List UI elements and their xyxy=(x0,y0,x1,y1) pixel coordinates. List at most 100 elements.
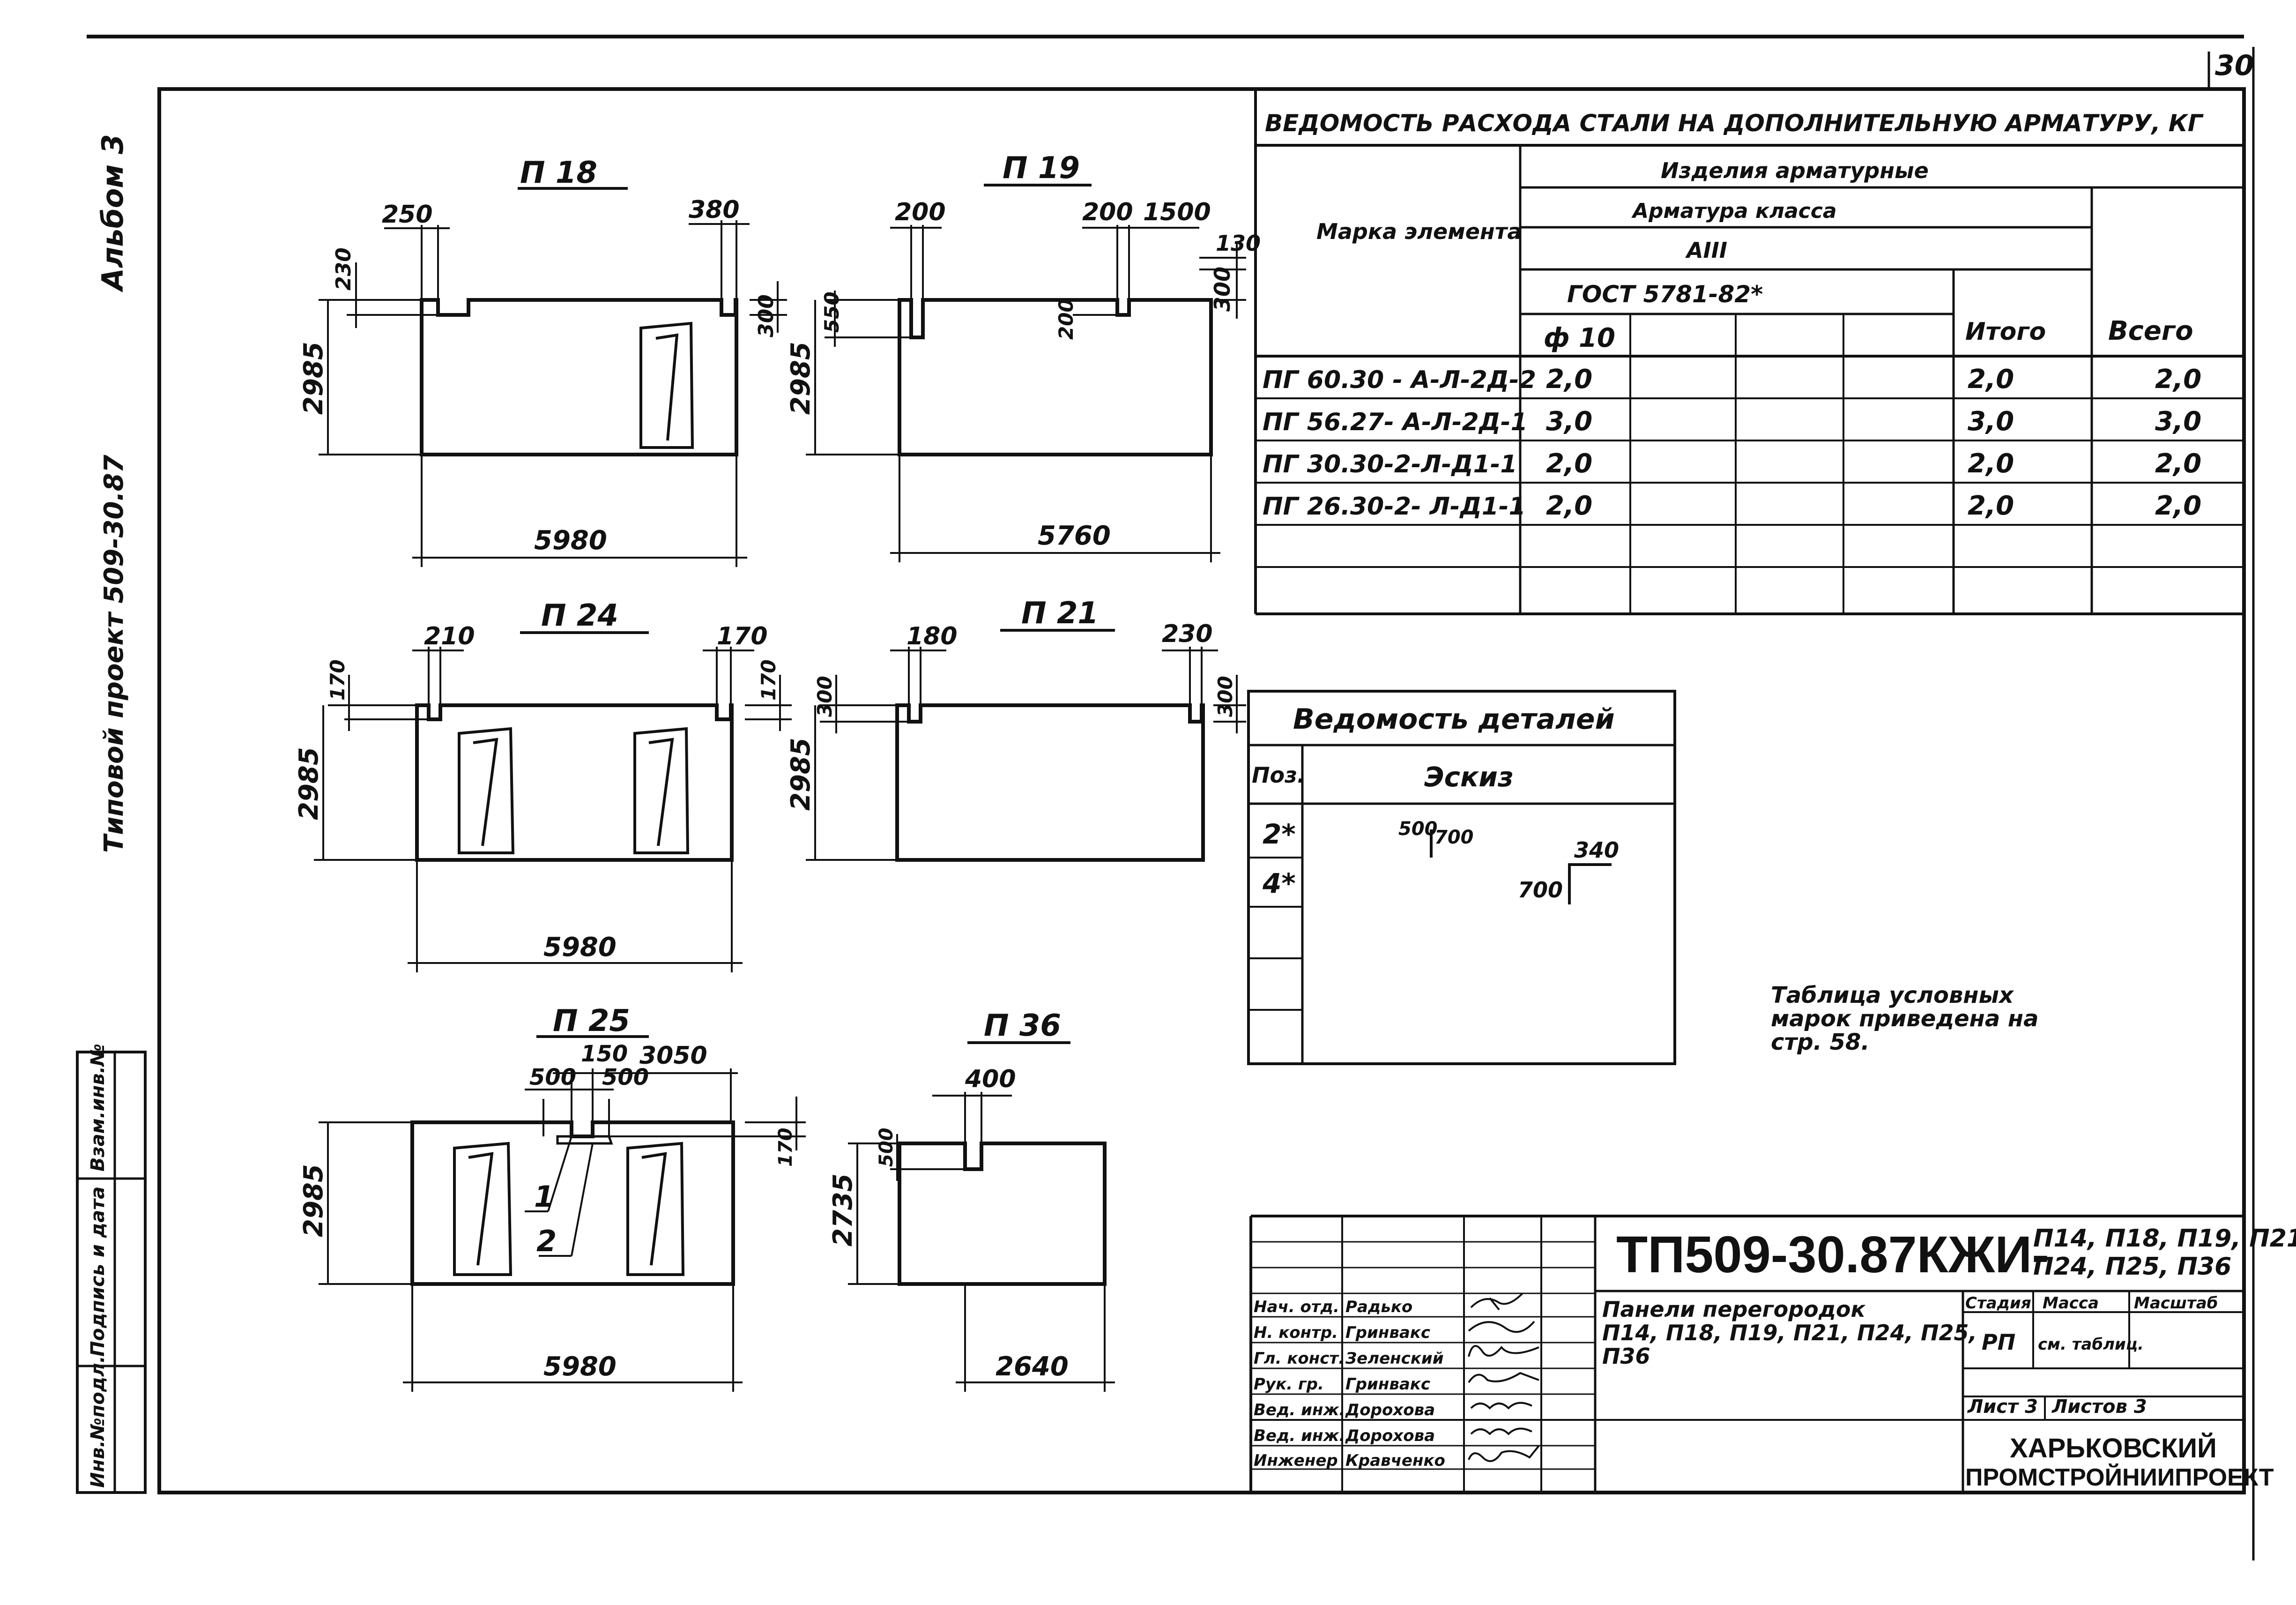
panel-p25: П 25 150 3050 500 500 1 2 170 2985 5980 xyxy=(298,1004,806,1392)
dim-label: 130 xyxy=(1216,231,1261,256)
signer-row: Вед. инж. Дорохова xyxy=(1254,1401,1435,1419)
header-gost: ГОСТ 5781-82* xyxy=(1567,281,1763,308)
signature-icon xyxy=(1468,1345,1539,1357)
sketch-dim: 500 xyxy=(1398,818,1438,840)
table-row: ПГ 60.30 - А-Л-2Д-2 2,0 2,0 2,0 xyxy=(1263,364,2201,395)
row-itogo: 2,0 xyxy=(1968,364,2014,395)
listov-label: Листов 3 xyxy=(2051,1396,2147,1418)
dim-label: 250 xyxy=(382,201,433,229)
dim-label: 230 xyxy=(1162,620,1213,648)
dim-label: 5980 xyxy=(543,1351,617,1382)
signer-role: Вед. инж. xyxy=(1254,1426,1345,1445)
stadiya-value: РП xyxy=(1982,1329,2015,1355)
signature-icon xyxy=(1468,1372,1539,1383)
note-line: марок приведена на xyxy=(1771,1006,2038,1032)
table-row: ПГ 26.30-2- Л-Д1-1 2,0 2,0 2,0 xyxy=(1263,491,2201,521)
dim-label: 210 xyxy=(424,622,475,650)
dim-label: 5980 xyxy=(534,525,607,556)
dim-label: 2985 xyxy=(786,342,816,415)
dim-label: 400 xyxy=(965,1065,1016,1093)
dim-label: 300 xyxy=(1214,676,1237,717)
table-row: ПГ 30.30-2-Л-Д1-1 2,0 2,0 2,0 xyxy=(1263,448,2201,479)
signer-name: Кравченко xyxy=(1345,1451,1445,1470)
row-itogo: 3,0 xyxy=(1968,406,2014,437)
details-title: Ведомость деталей xyxy=(1293,703,1615,736)
note-line: стр. 58. xyxy=(1771,1029,1870,1055)
row-vsego: 2,0 xyxy=(2155,364,2201,395)
signer-row: Инженер Кравченко xyxy=(1254,1451,1445,1470)
org-line-1: ХАРЬКОВСКИЙ xyxy=(2010,1433,2217,1463)
panel-title: П 21 xyxy=(1021,596,1099,631)
dim-label: 200 xyxy=(895,198,946,226)
dim-label: 300 xyxy=(754,294,778,337)
masshtab-label: Масштаб xyxy=(2134,1294,2218,1313)
signer-role: Рук. гр. xyxy=(1254,1375,1324,1394)
row-d10: 2,0 xyxy=(1546,364,1592,395)
stamp-replace-label: Взам.инв.№ xyxy=(87,1044,109,1172)
dim-label: 170 xyxy=(775,1128,796,1167)
doc-marks-2: П24, П25, П36 xyxy=(2033,1253,2231,1281)
pos-4: 4* xyxy=(1262,867,1296,899)
table-row: ПГ 56.27- А-Л-2Д-1 3,0 3,0 3,0 xyxy=(1263,406,2201,437)
row-vsego: 2,0 xyxy=(2155,491,2201,521)
dim-label: 230 xyxy=(332,247,356,291)
panel-title: П 18 xyxy=(520,156,597,190)
dim-label: 5760 xyxy=(1038,521,1111,551)
signer-name: Зеленский xyxy=(1345,1349,1444,1368)
panel-title: П 24 xyxy=(541,598,618,633)
doc-code: ТП509-30.87КЖИ- xyxy=(1616,1226,2049,1284)
header-vsego: Всего xyxy=(2108,316,2193,346)
doc-desc-3: П36 xyxy=(1602,1344,1650,1369)
panel-title: П 25 xyxy=(553,1004,630,1038)
massa-value: см. таблиц. xyxy=(2038,1335,2144,1354)
dim-label: 2985 xyxy=(298,342,329,415)
dim-label: 5980 xyxy=(543,932,617,963)
dim-label: 550 xyxy=(820,291,843,333)
signer-row: Вед. инж. Дорохова xyxy=(1254,1426,1435,1445)
left-stamp xyxy=(76,1051,147,1494)
signer-row: Н. контр. Гринвакс xyxy=(1254,1323,1430,1342)
dim-label: 170 xyxy=(757,659,780,701)
signer-role: Н. контр. xyxy=(1254,1323,1338,1342)
callout-label: 1 xyxy=(534,1179,554,1214)
signature-icon xyxy=(1468,1445,1540,1462)
header-sketch: Эскиз xyxy=(1424,761,1514,793)
header-class: Арматура класса xyxy=(1631,199,1837,223)
row-d10: 3,0 xyxy=(1546,406,1592,437)
dim-label: 500 xyxy=(876,1128,897,1167)
row-vsego: 2,0 xyxy=(2155,448,2201,479)
signer-role: Гл. конст. xyxy=(1254,1349,1345,1368)
title-block: ТП509-30.87КЖИ- П14, П18, П19, П21, П24,… xyxy=(1249,1215,2296,1494)
signer-role: Нач. отд. xyxy=(1254,1298,1339,1316)
massa-label: Масса xyxy=(2043,1294,2099,1313)
project-label: Типовой проект 509-30.87 xyxy=(99,455,129,853)
signer-role: Инженер xyxy=(1254,1451,1338,1470)
header-items: Изделия арматурные xyxy=(1661,158,1929,183)
header-dia: ф 10 xyxy=(1544,323,1615,353)
dim-label: 2735 xyxy=(828,1173,858,1247)
signer-row: Рук. гр. Гринвакс xyxy=(1254,1375,1430,1394)
signer-name: Дорохова xyxy=(1345,1401,1435,1419)
dim-label: 150 xyxy=(581,1041,628,1067)
stamp-inv-label: Инв.№подл. xyxy=(87,1356,109,1488)
row-itogo: 2,0 xyxy=(1968,448,2014,479)
dim-label: 170 xyxy=(326,659,349,701)
signer-row: Гл. конст. Зеленский xyxy=(1254,1349,1444,1368)
dim-label: 380 xyxy=(689,196,740,224)
signature-icon xyxy=(1468,1321,1535,1333)
panel-title: П 36 xyxy=(984,1008,1061,1043)
album-label: Альбом 3 xyxy=(96,134,130,293)
sketch-dim: 700 xyxy=(1434,827,1474,848)
panel-p19: П 19 200 200 1500 130 300 550 200 2985 5… xyxy=(786,151,1261,562)
list-label: Лист 3 xyxy=(1967,1396,2038,1418)
dim-label: 2640 xyxy=(996,1351,1069,1382)
dim-label: 2985 xyxy=(786,738,816,811)
header-mark: Марка элемента xyxy=(1316,219,1522,244)
signer-row: Нач. отд. Радько xyxy=(1254,1298,1412,1316)
signer-name: Гринвакс xyxy=(1345,1375,1430,1394)
signer-name: Дорохова xyxy=(1345,1426,1435,1445)
row-d10: 2,0 xyxy=(1546,491,1592,521)
doc-marks-1: П14, П18, П19, П21, xyxy=(2033,1224,2296,1253)
row-d10: 2,0 xyxy=(1546,448,1592,479)
